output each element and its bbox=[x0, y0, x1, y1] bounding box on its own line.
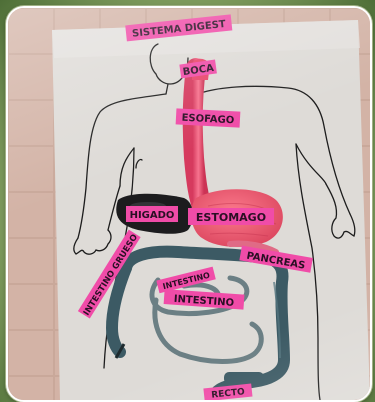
label-estomago: ESTOMAGO bbox=[196, 211, 266, 224]
digestive-system-poster: SISTEMA DIGEST BOC bbox=[8, 8, 370, 400]
label-higado: HIGADO bbox=[130, 210, 175, 221]
esophagus-model bbox=[193, 68, 204, 212]
photo-frame: SISTEMA DIGEST BOC bbox=[6, 6, 372, 402]
